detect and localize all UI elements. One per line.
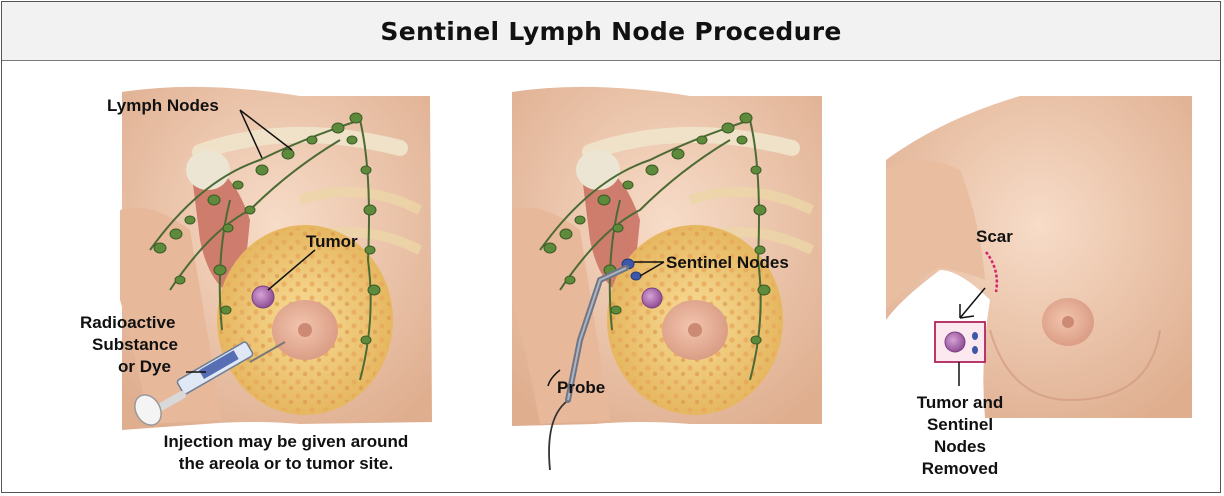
substance-label-line3: or Dye <box>118 357 171 376</box>
removed-label-line1: Tumor and <box>917 393 1004 412</box>
probe-label: Probe <box>557 378 605 397</box>
nipple <box>298 323 312 337</box>
substance-label-line1: Radioactive <box>80 313 175 332</box>
specimen-tumor <box>945 332 965 352</box>
lymph-nodes-label: Lymph Nodes <box>107 96 219 115</box>
nipple-2 <box>688 323 702 337</box>
arrow-icon <box>960 288 985 318</box>
specimen-node-2 <box>972 346 978 354</box>
tumor <box>252 286 274 308</box>
nipple-3 <box>1062 316 1074 328</box>
specimen-node-1 <box>972 332 978 340</box>
tumor-2 <box>642 288 662 308</box>
tumor-label: Tumor <box>306 232 358 251</box>
removed-label-line3: Nodes <box>934 437 986 456</box>
caption-line2: the areola or to tumor site. <box>179 454 393 473</box>
panel-probe: Sentinel Nodes Probe <box>512 87 822 470</box>
scar-label: Scar <box>976 227 1013 246</box>
shoulder-joint-2 <box>576 150 620 190</box>
substance-label-line2: Substance <box>92 335 178 354</box>
sentinel-nodes-label: Sentinel Nodes <box>666 253 789 272</box>
removed-label-line2: Sentinel <box>927 415 993 434</box>
panel-removed: Scar Tumor and Sentinel Nodes Removed <box>886 96 1192 478</box>
shoulder-joint <box>186 150 230 190</box>
panel-injection: Lymph Nodes Tumor Radioactive Substance … <box>80 87 432 473</box>
caption-line1: Injection may be given around <box>164 432 409 451</box>
removed-label-line4: Removed <box>922 459 999 478</box>
